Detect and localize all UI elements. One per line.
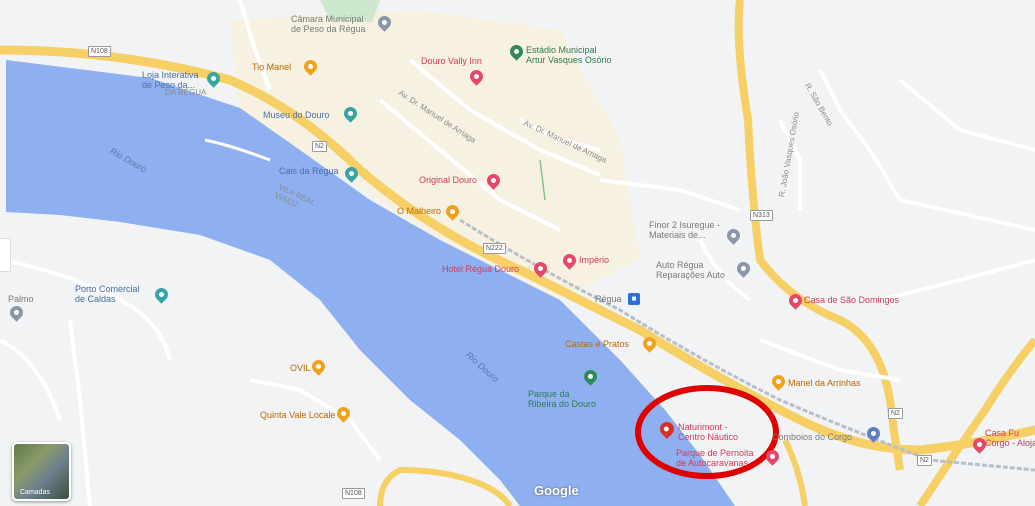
layers-label: Camadas <box>20 489 50 496</box>
place-label-quinta-vale[interactable]: Quinta Vale Locale <box>260 410 336 420</box>
highway-east <box>916 337 1035 506</box>
road-shield: N2 <box>917 455 932 466</box>
place-label-tio-manel[interactable]: Tio Manel <box>252 62 292 72</box>
place-label-castas[interactable]: Castas e Pratos <box>565 339 630 349</box>
train-station-icon[interactable]: ■ <box>628 293 640 305</box>
panel-collapse-tab[interactable] <box>0 238 11 272</box>
highlight-circle <box>635 385 779 479</box>
road-shield: N2 <box>888 408 903 419</box>
river-douro <box>6 60 735 506</box>
place-label-ovil[interactable]: OVIL <box>290 363 311 373</box>
place-label-comboios[interactable]: Comboios do Corgo <box>772 432 853 442</box>
road-shield: N108 <box>88 46 111 57</box>
road-shield: N108 <box>342 488 365 499</box>
google-logo: Google <box>534 483 579 498</box>
road-shield: N2 <box>312 141 327 152</box>
place-label-douro-vally[interactable]: Douro Vally Inn <box>421 56 482 66</box>
highway-n108 <box>0 45 1035 455</box>
place-label-hotel-regua[interactable]: Hotel Régua Douro <box>442 264 520 274</box>
place-label-casa-sao-domingos[interactable]: Casa de São Domingos <box>804 295 900 305</box>
place-label-naturimont[interactable]: Naturimont -Centro Náutico <box>678 422 739 442</box>
place-label-imperio[interactable]: Império <box>579 255 610 265</box>
road-shield: N313 <box>750 210 773 221</box>
park-area <box>320 0 380 22</box>
place-label-manel-arrinhas[interactable]: Manel da Arrinhas <box>788 378 861 388</box>
layers-toggle-button[interactable]: Camadas <box>12 442 71 501</box>
place-label-malheiro[interactable]: O Malheiro <box>397 206 442 216</box>
place-label-original[interactable]: Original Douro <box>419 175 478 185</box>
place-label-regua-station[interactable]: Régua <box>595 294 622 304</box>
highway-n2 <box>734 0 904 471</box>
highway-south <box>377 466 513 506</box>
place-label-finor[interactable]: Finor 2 Isuregue -Materiais de... <box>649 220 721 240</box>
place-label-museu[interactable]: Museu do Douro <box>263 110 330 120</box>
street-label: DA RÉGUA <box>165 88 207 97</box>
place-label-cais[interactable]: Cais da Régua <box>279 166 339 176</box>
place-label-palmo[interactable]: Palmo <box>8 294 34 304</box>
road-shield: N222 <box>483 243 506 254</box>
